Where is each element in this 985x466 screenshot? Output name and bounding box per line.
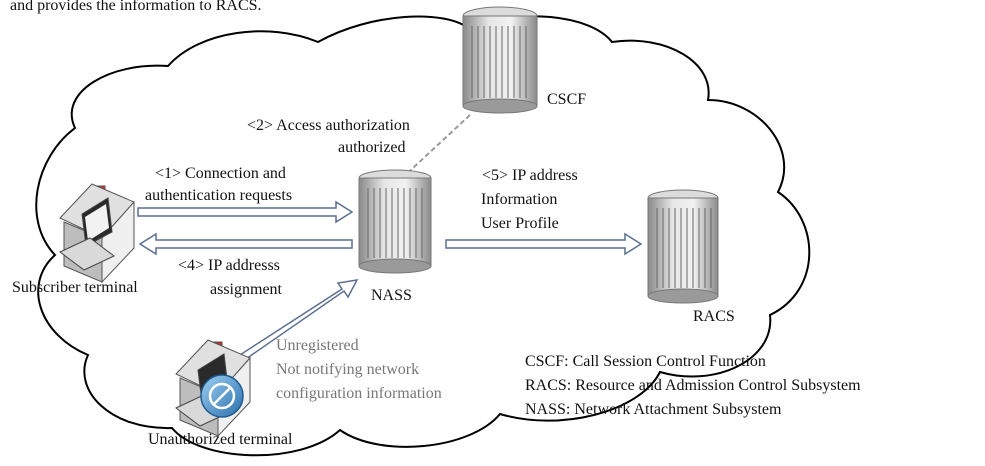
step-1-label: <1> Connection and [155, 165, 286, 182]
unauthorized-terminal-label: Unauthorized terminal [148, 431, 293, 448]
step-5-label-line3: User Profile [481, 215, 559, 232]
subscriber-terminal-icon [59, 183, 135, 284]
step-2-label-line2: authorized [338, 139, 406, 156]
legend-racs: RACS: Resource and Admission Control Sub… [525, 377, 861, 394]
step-1-label-line2: authentication requests [145, 187, 293, 204]
cscf-label: CSCF [547, 91, 587, 108]
arrow-ip-info-to-racs [445, 232, 643, 256]
step-2-label: <2> Access authorization [247, 117, 410, 134]
nass-server-icon [358, 169, 432, 274]
legend-nass: NASS: Network Attachment Subsystem [525, 401, 782, 418]
legend-cscf: CSCF: Call Session Control Function [525, 353, 766, 370]
intro-text: and provides the information to RACS. [10, 0, 262, 14]
step-4-label-line2: assignment [210, 281, 282, 298]
step-5-label-line2: Information [481, 191, 558, 208]
prohibited-icon [200, 374, 244, 418]
network-cloud [35, 15, 811, 457]
cscf-server-icon [462, 6, 538, 114]
step-4-label: <4> IP addresss [178, 257, 280, 274]
unregistered-label-line2: Not notifying network [276, 361, 420, 378]
nass-label: NASS [371, 287, 412, 304]
arrow-unregistered-access [224, 279, 359, 372]
subscriber-terminal-label: Subscriber terminal [12, 279, 138, 296]
racs-label: RACS [693, 308, 735, 325]
arrow-connection-request [137, 200, 354, 224]
racs-server-icon [647, 189, 719, 304]
step-5-label: <5> IP address [482, 167, 578, 184]
unauthorized-terminal-icon [175, 339, 251, 438]
unregistered-label: Unregistered [276, 337, 359, 354]
arrow-ip-assignment [138, 232, 353, 256]
unregistered-label-line3: configuration information [276, 385, 442, 402]
